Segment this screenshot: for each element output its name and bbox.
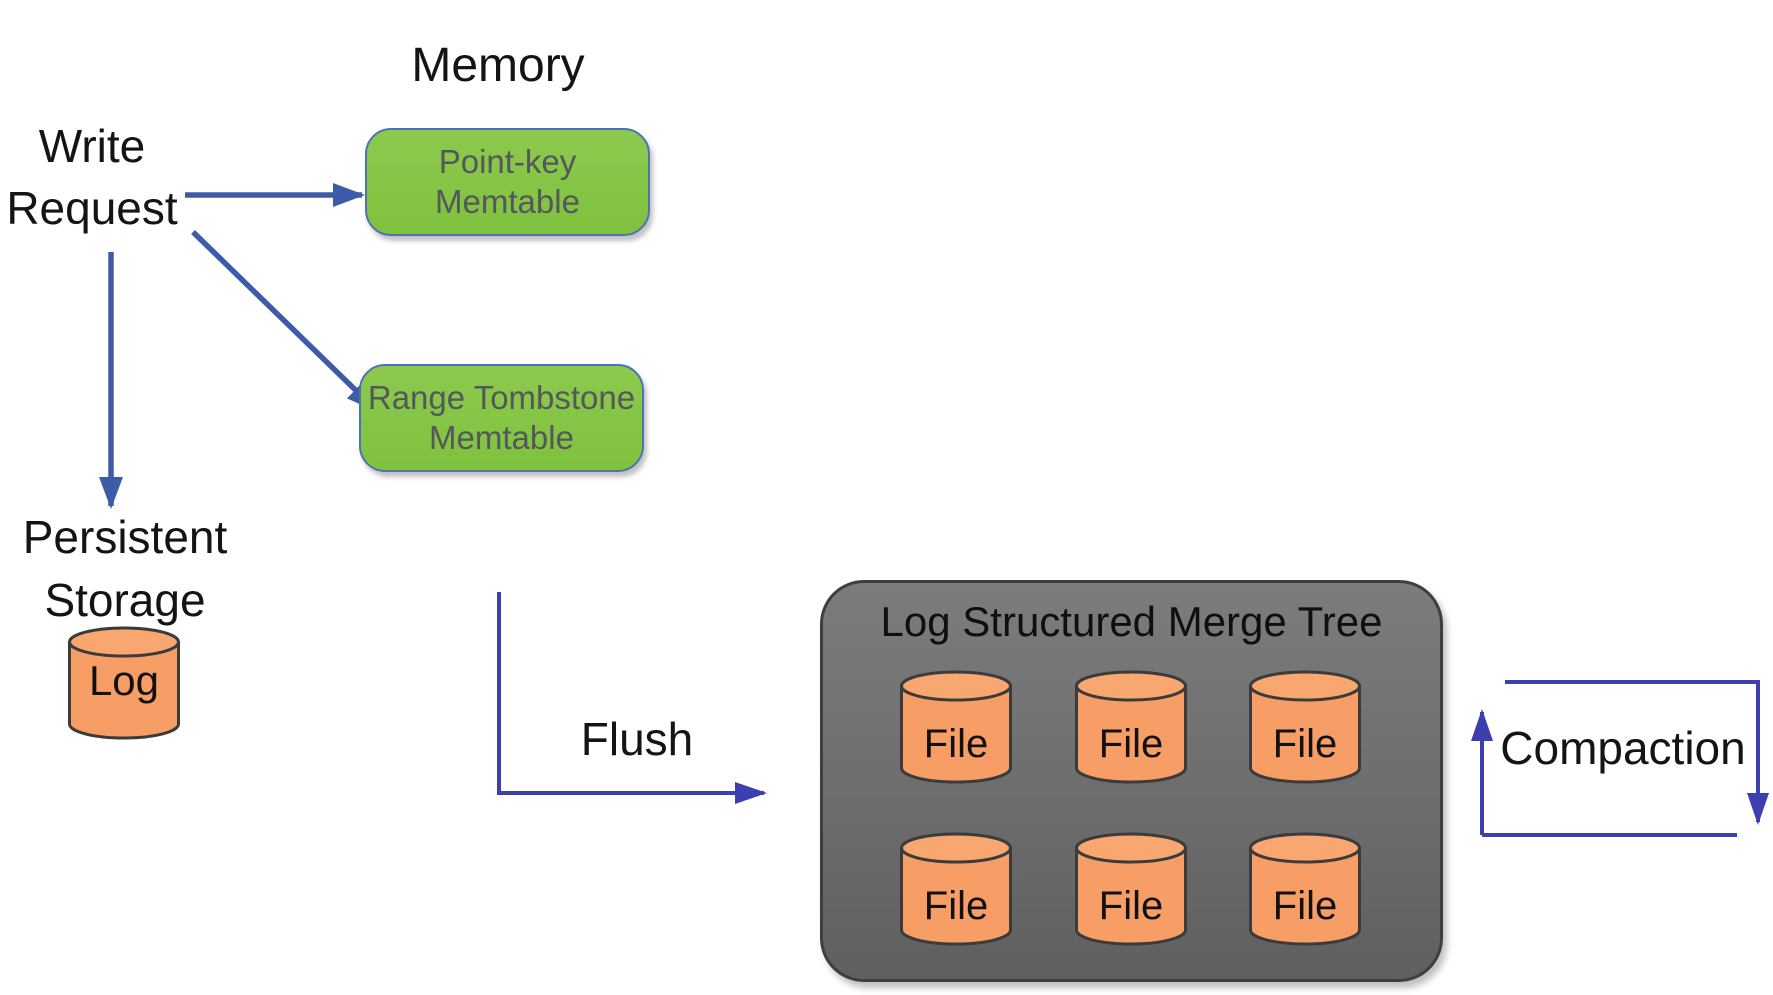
persistent-storage-label: Persistent Storage [20,506,230,632]
log-cylinder-label: Log [88,657,160,704]
file-label: File [923,884,989,928]
flush-label: Flush [580,713,694,765]
file-label: File [923,722,989,766]
point-key-memtable-box: Point-key Memtable [365,128,650,236]
point-key-memtable-line2: Memtable [435,183,580,220]
compaction-top-right-arrow [1505,680,1769,825]
write-to-rangetombstone-arrow [191,230,379,413]
persistent-storage-line1: Persistent [22,511,228,563]
file-label: File [1272,884,1338,928]
file-label: File [1098,884,1164,928]
write-request-label: Write Request [0,115,197,239]
range-tombstone-memtable-line2: Memtable [429,419,574,456]
file-label: File [1098,722,1164,766]
range-tombstone-memtable-line1: Range Tombstone [367,379,636,416]
compaction-label: Compaction [1500,722,1746,774]
memory-label: Memory [411,39,585,92]
file-label: File [1272,722,1338,766]
persistent-storage-line2: Storage [44,574,206,626]
point-key-memtable-line1: Point-key [438,143,577,180]
range-tombstone-memtable-box: Range Tombstone Memtable [359,364,644,472]
write-request-line1: Write [38,120,146,172]
write-request-line2: Request [6,182,178,234]
lsm-tree-title: Log Structured Merge Tree [880,598,1383,645]
flush-arrow [497,592,767,804]
